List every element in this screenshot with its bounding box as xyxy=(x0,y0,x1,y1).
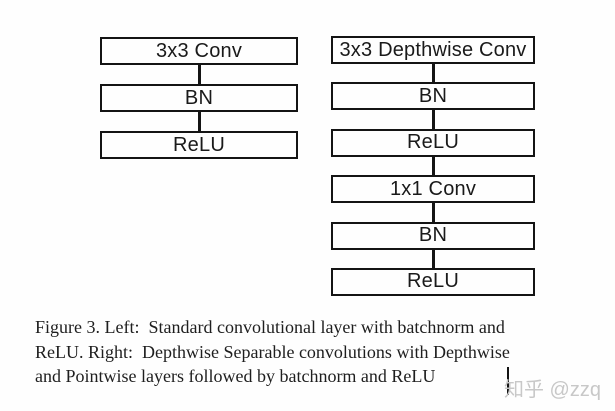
layer-label: 3x3 Depthwise Conv xyxy=(339,38,527,61)
layer-box-bn: BN xyxy=(331,221,535,250)
connector-line xyxy=(431,203,435,222)
layer-box-relu: ReLU xyxy=(331,267,535,296)
layer-box-bn: BN xyxy=(100,84,298,112)
layer-box-relu: ReLU xyxy=(331,128,535,157)
connector-line xyxy=(197,112,201,131)
layer-label: BN xyxy=(418,224,448,247)
caption-line-1: Figure 3. Left: Standard convolutional l… xyxy=(35,317,505,337)
connector-line xyxy=(197,65,201,84)
layer-box-bn: BN xyxy=(331,82,535,111)
layer-label: ReLU xyxy=(407,270,459,293)
layer-label: 1x1 Conv xyxy=(389,177,477,200)
connector-line xyxy=(431,249,435,268)
layer-label: ReLU xyxy=(173,133,225,156)
connector-line xyxy=(431,64,435,83)
text-cursor xyxy=(507,367,509,395)
layer-box-1x1-conv: 1x1 Conv xyxy=(331,175,535,204)
layer-label: BN xyxy=(418,84,448,107)
zhihu-watermark: 知乎 @zzq xyxy=(504,379,601,401)
connector-line xyxy=(431,156,435,176)
standard-conv-diagram: 3x3 Conv BN ReLU xyxy=(100,37,298,159)
connector-line xyxy=(431,110,435,129)
layer-label: ReLU xyxy=(407,131,459,154)
layer-box-3x3-conv: 3x3 Conv xyxy=(100,37,298,65)
depthwise-separable-diagram: 3x3 Depthwise Conv BN ReLU 1x1 Conv BN R… xyxy=(331,36,535,296)
caption-line-3: and Pointwise layers followed by batchno… xyxy=(35,366,436,386)
layer-box-3x3-depthwise-conv: 3x3 Depthwise Conv xyxy=(331,36,535,64)
figure-caption: Figure 3. Left: Standard convolutional l… xyxy=(35,315,595,389)
layer-label: 3x3 Conv xyxy=(155,39,243,62)
layer-box-relu: ReLU xyxy=(100,131,298,159)
caption-line-2: ReLU. Right: Depthwise Separable convolu… xyxy=(35,341,510,362)
layer-label: BN xyxy=(184,86,214,109)
